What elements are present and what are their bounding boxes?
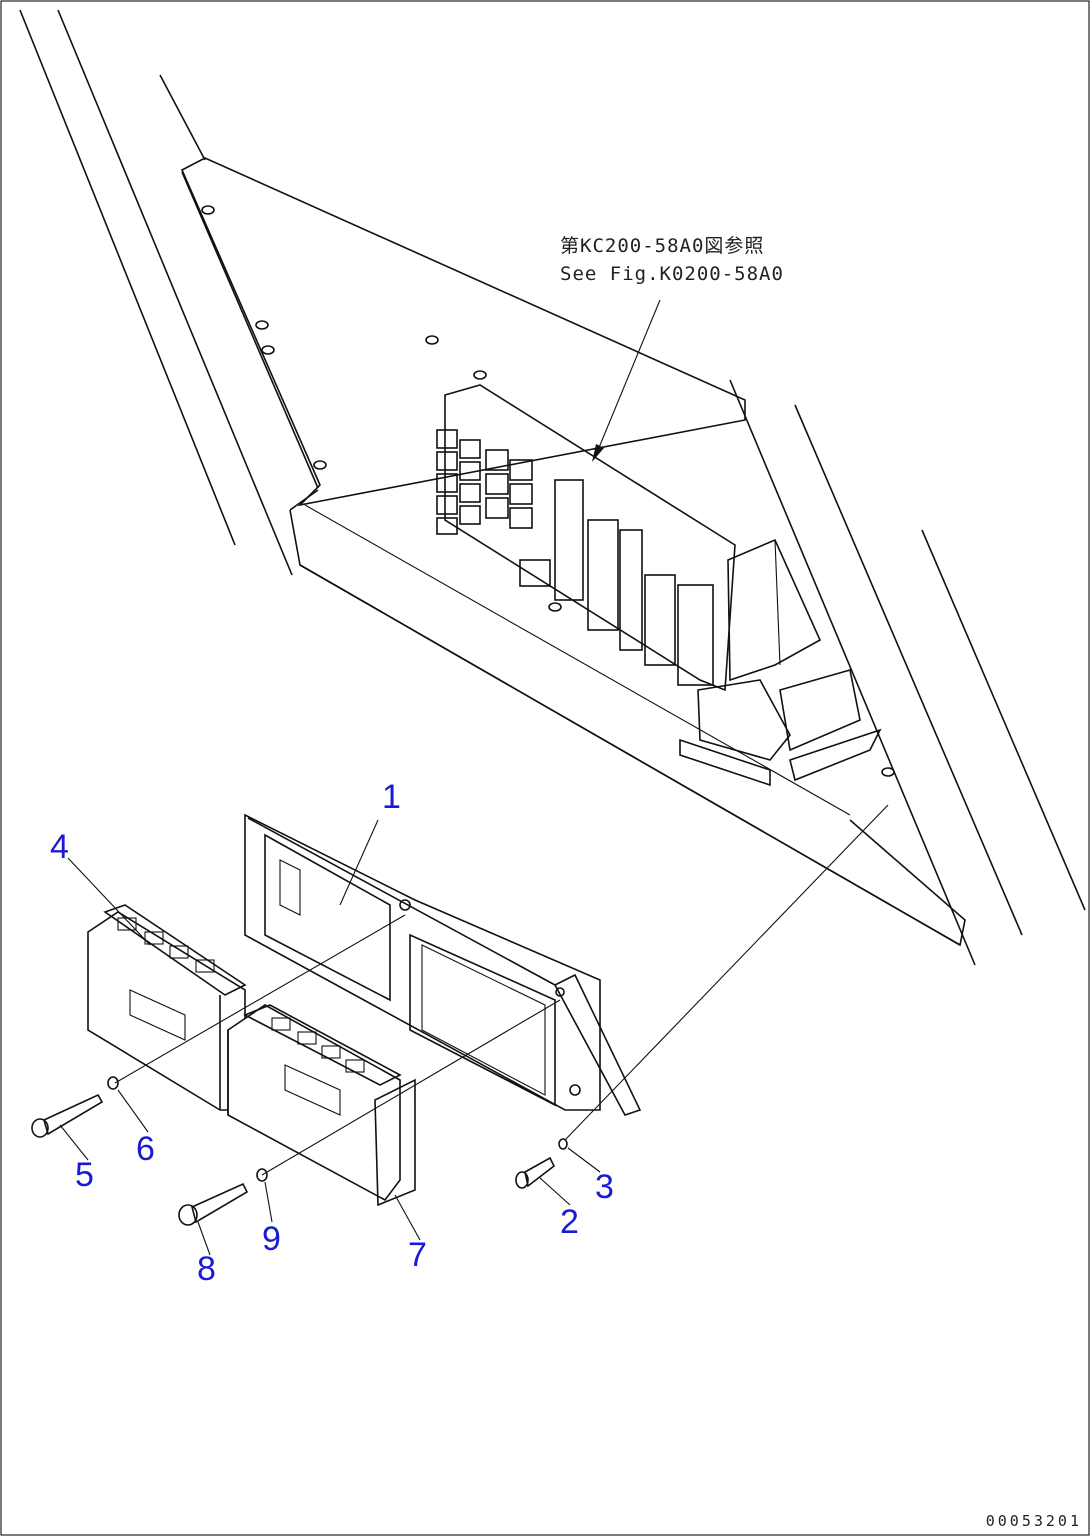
- part-2-bolt: [515, 1156, 556, 1189]
- callout-7: 7: [408, 1236, 427, 1274]
- part-8-bolt: [178, 1182, 249, 1226]
- drawing-number: 00053201: [985, 1512, 1082, 1530]
- reference-note-en: See Fig.K0200-58A0: [560, 263, 784, 285]
- part-9-washer: [256, 1168, 268, 1182]
- reference-note: 第KC200-58A0図参照 See Fig.K0200-58A0: [560, 232, 784, 288]
- callout-5: 5: [75, 1156, 94, 1194]
- callout-9: 9: [262, 1220, 281, 1258]
- part-7-controller: [227, 1004, 416, 1207]
- callout-8: 8: [197, 1250, 216, 1288]
- callout-2: 2: [560, 1203, 579, 1241]
- leader-lines: [59, 819, 601, 1256]
- callout-3: 3: [595, 1168, 614, 1206]
- reference-arrow: [592, 299, 661, 462]
- part-5-bolt: [31, 1093, 104, 1138]
- part-1-bracket: [244, 813, 642, 1116]
- assembly-lines: [114, 804, 889, 1176]
- part-6-washer: [107, 1076, 119, 1090]
- part-3-washer: [558, 1138, 568, 1150]
- reference-note-jp: 第KC200-58A0図参照: [560, 235, 765, 257]
- callout-6: 6: [136, 1130, 155, 1168]
- cab-frame-lines: [19, 9, 1086, 966]
- relay-block-assembly: [436, 384, 882, 787]
- callout-4: 4: [50, 828, 69, 866]
- console-panel: [180, 157, 966, 947]
- part-4-controller: [87, 904, 247, 1111]
- callout-1: 1: [382, 778, 401, 816]
